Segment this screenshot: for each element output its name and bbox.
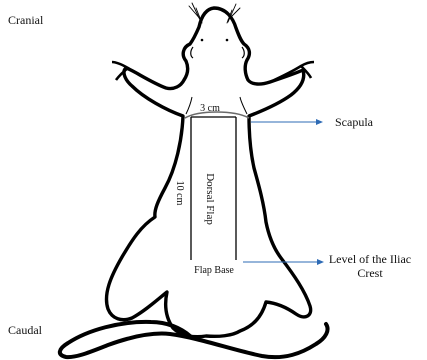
left-eye: [201, 39, 204, 42]
cranial-label: Cranial: [8, 13, 44, 27]
scapula-arrow: [251, 119, 323, 125]
dorsal-flap-label: Dorsal Flap: [204, 173, 216, 225]
flap-length-label: 10 cm: [174, 181, 185, 206]
left-forelimb: [112, 62, 166, 88]
ears: [191, 47, 245, 58]
iliac-crest-label-line2: Crest: [357, 266, 383, 280]
tail: [60, 322, 328, 357]
caudal-label: Caudal: [8, 323, 43, 337]
flap-width-label: 3 cm: [200, 103, 220, 114]
right-eye: [226, 39, 229, 42]
right-forelimb: [270, 62, 314, 82]
scapula-label: Scapula: [335, 115, 374, 129]
iliac-crest-label-line1: Level of the Iliac: [329, 252, 411, 266]
flap-base-label: Flap Base: [194, 265, 234, 276]
